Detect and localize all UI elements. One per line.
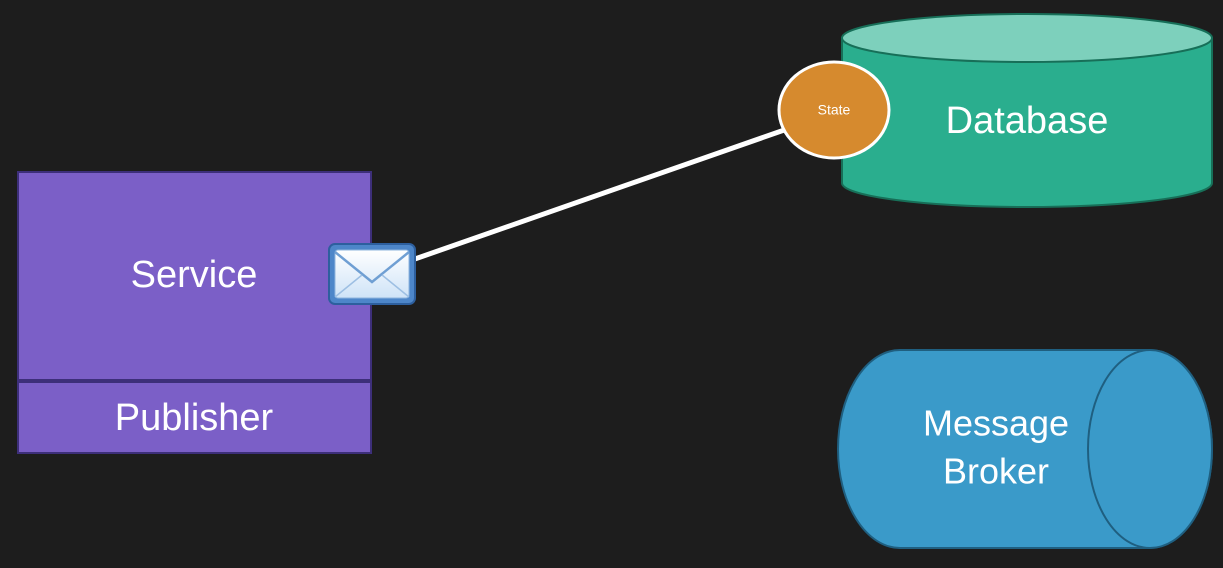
message-broker-label-line1: Message xyxy=(923,403,1069,444)
publisher-box xyxy=(17,381,372,454)
service-label: Service xyxy=(131,254,258,296)
database-component: Database xyxy=(841,13,1213,208)
state-component: State xyxy=(777,60,891,160)
database-body xyxy=(841,37,1213,208)
service-box xyxy=(17,171,372,381)
message-broker-label-line2: Broker xyxy=(943,451,1049,492)
publisher-component: Publisher xyxy=(17,381,372,454)
state-label: State xyxy=(818,102,851,118)
connector-line xyxy=(409,125,793,263)
publisher-label: Publisher xyxy=(115,397,274,439)
database-label: Database xyxy=(946,100,1109,142)
message-broker-end xyxy=(1087,349,1213,549)
service-component: Service xyxy=(17,171,372,381)
message-broker-component: Message Broker xyxy=(837,349,1213,549)
envelope-icon xyxy=(328,243,416,305)
state-circle xyxy=(777,60,891,160)
database-top xyxy=(841,13,1213,63)
